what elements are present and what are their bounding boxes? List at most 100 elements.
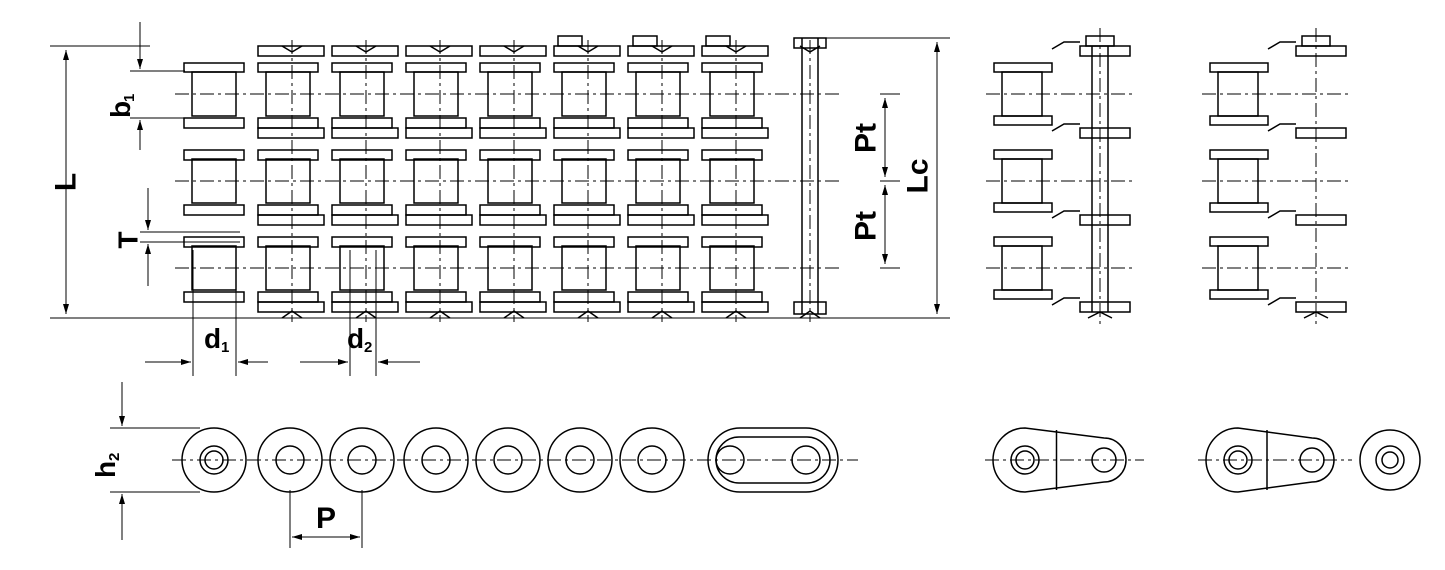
inner-plate	[1209, 115, 1269, 126]
inner-plate	[257, 204, 319, 216]
pin	[1228, 450, 1248, 470]
inner-plate	[257, 62, 319, 73]
inner-plate	[627, 62, 689, 73]
offset-bend	[1267, 297, 1296, 306]
pin-hole	[275, 445, 305, 475]
outer-plate	[331, 127, 399, 139]
label-P: P	[316, 502, 336, 535]
label-pt-upper: Pt	[850, 123, 883, 153]
pin	[204, 450, 224, 470]
label-b1: b	[105, 101, 136, 118]
pin-hole	[421, 445, 451, 475]
inner-plate	[405, 291, 467, 303]
label-L: L	[50, 173, 83, 191]
inner-plate	[1209, 236, 1269, 247]
inner-plate	[993, 289, 1053, 300]
outer-plate	[331, 301, 399, 313]
inner-plate	[1209, 62, 1269, 73]
label-h2-subscript: 2	[106, 453, 123, 461]
rivet-head	[632, 35, 658, 47]
inner-plate	[257, 236, 319, 248]
pin-hole	[1375, 445, 1405, 475]
inner-plate	[553, 291, 615, 303]
connecting-link-front	[985, 427, 1144, 493]
outer-plate	[479, 127, 547, 139]
inner-plate	[405, 62, 467, 73]
pin-hole	[637, 445, 667, 475]
inner-plate	[701, 62, 763, 73]
pin-hole	[1299, 447, 1325, 473]
pin-end	[1087, 311, 1113, 319]
outer-plate	[331, 45, 399, 57]
inner-plate	[331, 236, 393, 248]
label-T: T	[113, 231, 144, 248]
offset-bend	[1051, 41, 1080, 50]
outer-plate	[479, 214, 547, 226]
inner-plate	[627, 291, 689, 303]
outer-plate	[405, 45, 473, 57]
outer-plate	[553, 214, 621, 226]
outer-plate	[627, 127, 695, 139]
outer-plate	[479, 45, 547, 57]
inner-plate	[993, 115, 1053, 126]
pin-end	[577, 310, 599, 319]
pin-end	[503, 310, 525, 319]
outer-plate	[1295, 214, 1347, 226]
dimension-lines	[50, 22, 950, 548]
outer-plate	[1079, 127, 1131, 139]
pin-end	[429, 310, 451, 319]
label-d1: d	[204, 323, 221, 354]
inner-plate	[405, 149, 467, 161]
label-pt-lower: Pt	[850, 211, 883, 241]
link-plate-end	[181, 427, 247, 493]
pin-end	[651, 310, 673, 319]
outer-plate	[553, 301, 621, 313]
inner-plate	[553, 62, 615, 73]
outer-plate	[701, 45, 769, 57]
link-plate-end	[403, 427, 469, 493]
offset-bend	[1051, 123, 1080, 132]
outer-plate	[331, 214, 399, 226]
outer-plate	[1295, 127, 1347, 139]
outer-plate	[405, 301, 473, 313]
link-plate-end	[475, 427, 541, 493]
inner-plate	[331, 149, 393, 161]
link-plate-end	[547, 427, 613, 493]
outer-plate	[257, 214, 325, 226]
inner-plate	[1209, 202, 1269, 213]
inner-plate	[1209, 289, 1269, 300]
pin-end	[799, 310, 821, 319]
pin-end	[281, 310, 303, 319]
inner-plate	[627, 236, 689, 248]
offset-bend	[1267, 41, 1296, 50]
inner-plate	[627, 117, 689, 129]
link-plate	[992, 427, 1127, 493]
inner-plate	[183, 117, 245, 129]
pin-head	[1085, 35, 1115, 47]
pin-hole	[347, 445, 377, 475]
inner-plate	[405, 236, 467, 248]
label-lc: Lc	[902, 158, 935, 193]
inner-plate	[479, 149, 541, 161]
outer-plate	[553, 45, 621, 57]
outer-plate	[257, 127, 325, 139]
inner-plate	[701, 204, 763, 216]
inner-plate	[479, 117, 541, 129]
pin-end	[1303, 311, 1329, 319]
inner-plate	[701, 236, 763, 248]
offset-bend	[1051, 210, 1080, 219]
dimension-labels: L b 1 Pt Pt Lc T d 1 d 2 h 2 P	[50, 94, 935, 535]
pin	[1015, 450, 1035, 470]
inner-plate	[331, 117, 393, 129]
label-d2-subscript: 2	[364, 339, 372, 356]
inner-plate	[993, 202, 1053, 213]
inner-plate	[701, 117, 763, 129]
outer-plate	[1295, 301, 1347, 313]
inner-plate	[993, 149, 1053, 160]
connecting-link-view	[986, 28, 1134, 326]
outer-plate	[1079, 301, 1131, 313]
inner-plate	[331, 62, 393, 73]
inner-plate	[993, 62, 1053, 73]
inner-plate	[405, 204, 467, 216]
